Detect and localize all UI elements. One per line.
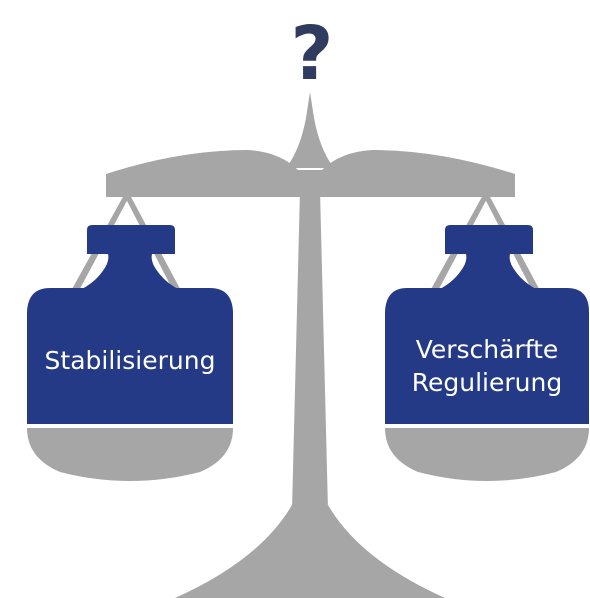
left-weight-handle [80, 225, 180, 290]
right-pan [385, 428, 589, 481]
scale-base [175, 505, 445, 598]
left-weight-body [27, 288, 233, 424]
left-weight-label: Stabilisierung [45, 346, 216, 375]
scale-finial [286, 92, 334, 168]
right-weight-label-line1: Verschärfte [416, 335, 559, 364]
left-weight: Stabilisierung [27, 225, 233, 424]
right-weight: Verschärfte Regulierung [385, 225, 589, 424]
question-mark: ? [291, 11, 334, 97]
right-weight-handle [438, 225, 538, 290]
right-weight-body [385, 288, 589, 424]
right-weight-label-line2: Regulierung [412, 368, 562, 397]
scale-column [292, 190, 328, 510]
left-pan [27, 428, 233, 481]
scale-beam [106, 150, 515, 197]
